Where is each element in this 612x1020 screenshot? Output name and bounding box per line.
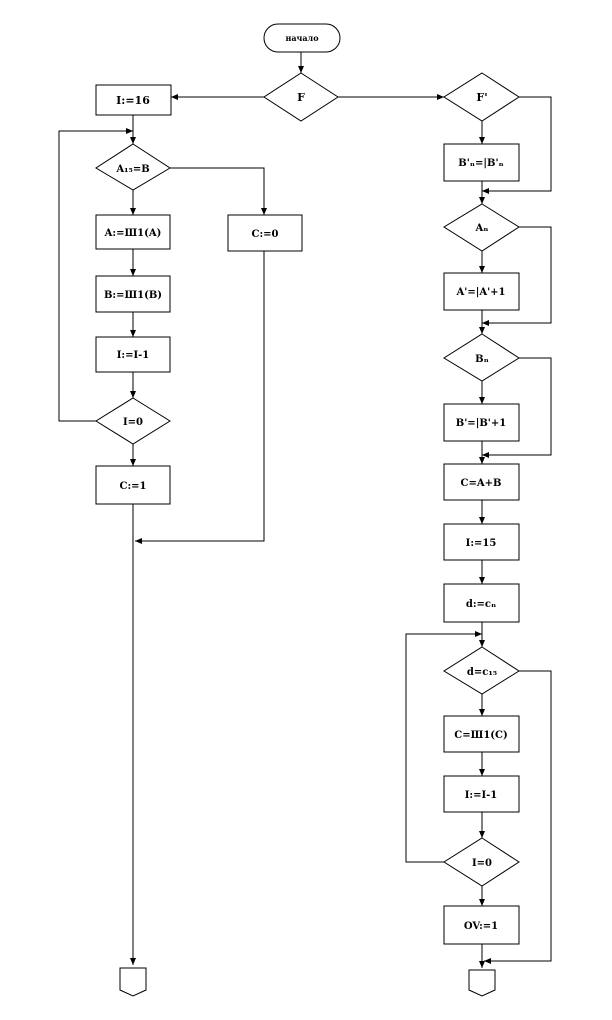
- process-d-assign-label: d:=cₙ: [466, 599, 496, 610]
- decision-bn-label: Bₙ: [475, 354, 489, 365]
- edge-c0-merge: [135, 251, 265, 544]
- end-connector-right: [468, 969, 496, 997]
- process-a-invert-label: A'=|A'+1: [456, 287, 506, 298]
- process-b-copy-label: B'ₙ=|B'ₙ: [458, 158, 503, 169]
- start-terminator: начало: [263, 23, 341, 53]
- decision-i0-right: I=0: [443, 837, 520, 887]
- process-c-sum: C=A+B: [443, 463, 520, 501]
- process-i-dec-right: I:=I-1: [443, 775, 520, 813]
- process-i15-label: I:=15: [466, 538, 497, 549]
- decision-an: Aₙ: [443, 203, 520, 252]
- edge-fprime-bypass: [482, 96, 552, 194]
- process-c0: C:=0: [227, 214, 303, 252]
- decision-an-label: Aₙ: [475, 223, 489, 234]
- decision-dc15: d=c₁₅: [443, 646, 520, 695]
- process-d-assign: d:=cₙ: [443, 583, 520, 623]
- process-a-shift-label: A:=Ш1(A): [104, 228, 162, 239]
- edge-i0-right-loopback: [405, 631, 482, 863]
- edge-i0-loopback: [58, 128, 133, 422]
- process-ov1-label: OV:=1: [464, 921, 498, 932]
- process-b-shift: B:=Ш1(B): [95, 275, 171, 313]
- process-c1: C:=1: [95, 465, 171, 505]
- decision-i0-right-label: I=0: [472, 858, 492, 869]
- process-b-copy: B'ₙ=|B'ₙ: [443, 143, 520, 182]
- process-b-shift-label: B:=Ш1(B): [104, 290, 162, 301]
- process-a-shift: A:=Ш1(A): [95, 214, 171, 250]
- connectors: [58, 52, 552, 968]
- process-ov1: OV:=1: [443, 905, 520, 945]
- process-i16-label: I:=16: [116, 94, 150, 107]
- process-c-shift-label: C=Ш1(C): [454, 730, 507, 741]
- decision-dc15-label: d=c₁₅: [467, 667, 497, 678]
- process-i-dec-right-label: I:=I-1: [465, 790, 498, 801]
- edge-bn-bypass: [482, 357, 552, 458]
- decision-a15b: A₁₅=B: [95, 143, 171, 191]
- process-i15: I:=15: [443, 523, 520, 561]
- process-c-shift: C=Ш1(C): [443, 715, 520, 753]
- end-connector-left: [119, 967, 147, 997]
- decision-f-label: F: [297, 91, 305, 104]
- edge-a15b-c0: [170, 167, 267, 215]
- decision-fprime: F': [443, 72, 520, 122]
- process-b-invert: B'=|B'+1: [443, 403, 520, 442]
- edge-dc15-ov-bypass: [484, 670, 552, 964]
- process-a-invert: A'=|A'+1: [443, 272, 520, 311]
- process-i-dec-left: I:=I-1: [95, 336, 171, 373]
- edge-an-bypass: [482, 226, 552, 326]
- process-b-invert-label: B'=|B'+1: [456, 418, 506, 429]
- decision-i0-left: I=0: [95, 397, 171, 445]
- decision-a15b-label: A₁₅=B: [115, 164, 149, 175]
- process-c0-label: C:=0: [252, 229, 279, 240]
- start-label: начало: [285, 33, 319, 43]
- process-i16: I:=16: [95, 84, 172, 116]
- process-c1-label: C:=1: [120, 481, 147, 492]
- decision-fprime-label: F': [476, 91, 487, 104]
- process-i-dec-left-label: I:=I-1: [117, 350, 150, 361]
- process-c-sum-label: C=A+B: [461, 478, 502, 489]
- decision-bn: Bₙ: [443, 333, 520, 382]
- decision-i0-left-label: I=0: [123, 417, 143, 428]
- decision-f: F: [263, 72, 339, 122]
